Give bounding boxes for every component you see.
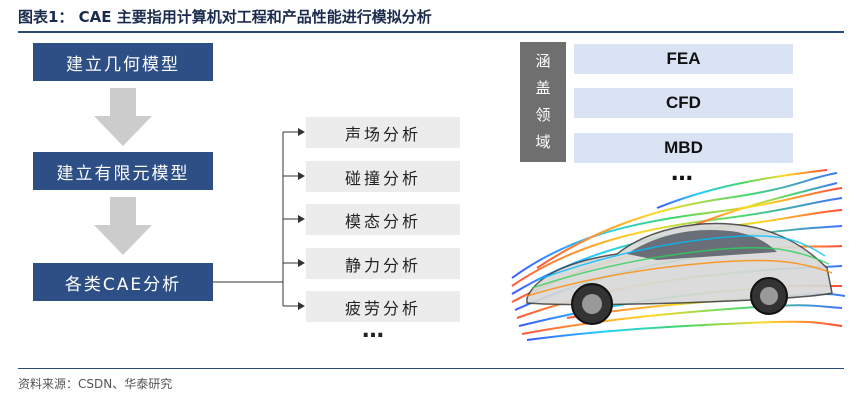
title-divider — [18, 31, 844, 33]
step-geometry-model: 建立几何模型 — [33, 43, 213, 81]
domain-label-char: 涵 — [535, 52, 551, 70]
analysis-modal: 模态分析 — [306, 204, 460, 235]
analysis-crash: 碰撞分析 — [306, 161, 460, 192]
domain-label-char: 盖 — [535, 79, 551, 97]
analysis-fatigue: 疲劳分析 — [306, 291, 460, 322]
analysis-acoustic: 声场分析 — [306, 117, 460, 148]
domain-label: 涵 盖 领 域 — [520, 42, 566, 162]
field-cfd: CFD — [574, 88, 793, 118]
field-fea: FEA — [574, 44, 793, 74]
step-fem-model: 建立有限元模型 — [33, 152, 213, 190]
source-note: 资料来源：CSDN、华泰研究 — [18, 377, 173, 391]
domain-label-char: 域 — [535, 133, 551, 151]
analysis-static: 静力分析 — [306, 248, 460, 279]
figure-title: 图表1： CAE 主要指用计算机对工程和产品性能进行模拟分析 — [18, 8, 432, 26]
analysis-more: … — [362, 318, 385, 343]
domain-label-char: 领 — [535, 106, 551, 124]
down-arrow-icon — [94, 88, 152, 146]
field-mbd: MBD — [574, 133, 793, 163]
down-arrow-icon — [94, 197, 152, 255]
source-divider — [18, 368, 844, 369]
field-more: … — [671, 161, 694, 186]
step-cae-analysis: 各类CAE分析 — [33, 263, 213, 301]
car-cfd-illustration — [511, 169, 846, 341]
